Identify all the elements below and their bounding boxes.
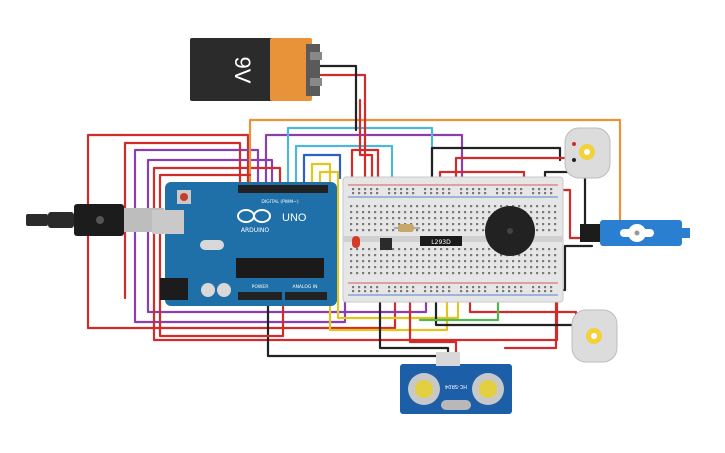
led-body [352, 236, 360, 248]
battery-terminal-positive[interactable] [310, 52, 322, 60]
analog-header[interactable] [285, 292, 327, 300]
push-button[interactable] [380, 238, 392, 250]
ultrasonic-sensor[interactable]: HC-SR04 [400, 352, 512, 414]
red-led[interactable] [352, 236, 360, 248]
battery-terminal-negative[interactable] [310, 78, 322, 86]
push-button-body [380, 238, 392, 250]
l293d-label: L293D [431, 239, 451, 246]
usb-symbol-icon [96, 216, 104, 224]
atmega-chip [236, 258, 324, 278]
battery-terminal-block [306, 44, 320, 96]
dc-motor-top[interactable] [564, 127, 611, 179]
battery-cap [270, 38, 312, 101]
usb-cable-strain [48, 212, 74, 228]
capacitor-left [201, 283, 215, 297]
piezo-buzzer[interactable] [485, 206, 535, 256]
motor-top-terminal-b [572, 158, 576, 162]
reset-button-cap [180, 193, 188, 201]
resistor-body [398, 224, 414, 232]
battery-body [190, 38, 285, 101]
sensor-model: HC-SR04 [445, 383, 467, 389]
sensor-transducer-left-mesh [415, 380, 433, 398]
usb-cable [26, 204, 164, 236]
analog-header-label: ANALOG IN [292, 284, 317, 290]
crystal-oscillator [200, 240, 224, 250]
digital-header-label: DIGITAL (PWM~) [261, 199, 299, 205]
sensor-transducer-right-mesh [479, 380, 497, 398]
l293d-body [420, 236, 462, 246]
usb-cable-end [26, 214, 48, 226]
arduino-usb-port[interactable] [152, 210, 184, 234]
power-header[interactable] [238, 292, 282, 300]
motor-top-shaft [584, 149, 590, 155]
servo-motor[interactable] [580, 220, 690, 246]
arduino-logo-icon [237, 209, 271, 223]
power-header-label: POWER [252, 284, 269, 290]
arduino-uno[interactable]: ARDUINO UNO DIGITAL (PWM~) POWER ANALOG … [152, 182, 337, 306]
motor-bottom-shaft [591, 333, 597, 339]
capacitor-right [217, 283, 231, 297]
servo-tab [680, 228, 690, 238]
arduino-brand: ARDUINO [241, 227, 270, 234]
battery-label: 9V [230, 57, 255, 84]
dc-motor-bottom[interactable] [571, 309, 618, 363]
digital-header[interactable] [238, 185, 328, 193]
battery-9v[interactable]: 9V [190, 38, 322, 101]
servo-connector [580, 224, 600, 242]
buzzer-hole [507, 228, 513, 234]
sensor-crystal [441, 400, 471, 410]
arduino-model: UNO [282, 212, 307, 224]
motor-top-terminal-a [572, 142, 576, 146]
servo-screw [634, 230, 640, 236]
resistor[interactable] [394, 224, 420, 232]
arduino-power-jack[interactable] [160, 278, 188, 300]
l293d-chip[interactable]: L293D [420, 236, 462, 246]
wires [86, 64, 622, 362]
sensor-pin-header[interactable] [436, 352, 460, 366]
